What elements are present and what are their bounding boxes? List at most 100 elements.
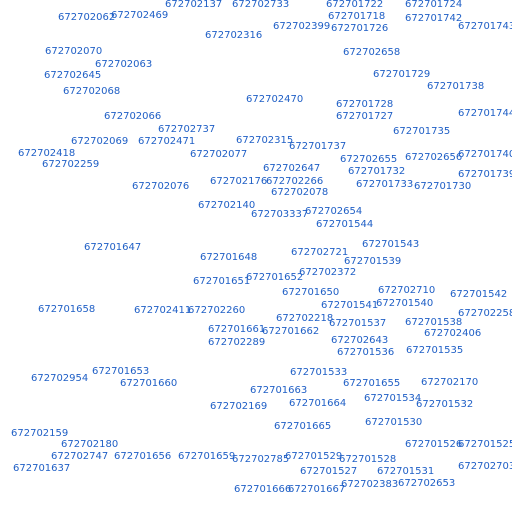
id-label: 672701739 bbox=[458, 169, 512, 180]
id-label: 672702721 bbox=[291, 247, 349, 258]
id-label: 672702260 bbox=[188, 305, 246, 316]
id-label: 672702258 bbox=[458, 308, 512, 319]
id-label: 672701744 bbox=[458, 108, 512, 119]
id-label: 672701652 bbox=[246, 272, 304, 283]
id-label: 672702068 bbox=[63, 86, 121, 97]
id-label: 672701724 bbox=[405, 0, 463, 10]
id-label: 672702266 bbox=[266, 176, 324, 187]
id-label: 672702176 bbox=[210, 176, 268, 187]
id-label: 672701732 bbox=[348, 166, 406, 177]
id-label: 672702471 bbox=[138, 136, 196, 147]
id-label: 672701738 bbox=[427, 81, 485, 92]
id-label: 672702259 bbox=[42, 159, 100, 170]
id-label: 672701743 bbox=[458, 21, 512, 32]
id-label: 672701664 bbox=[289, 398, 347, 409]
id-label: 672701661 bbox=[208, 324, 266, 335]
id-label: 672701653 bbox=[92, 366, 150, 377]
id-label: 672701658 bbox=[38, 304, 96, 315]
id-label: 672702316 bbox=[205, 30, 263, 41]
id-label: 672701730 bbox=[414, 181, 472, 192]
id-label: 672702078 bbox=[271, 187, 329, 198]
id-label: 672702785 bbox=[232, 454, 290, 465]
id-label: 672701667 bbox=[288, 484, 346, 495]
id-label: 672702645 bbox=[44, 70, 102, 81]
id-label: 672701526 bbox=[405, 439, 463, 450]
id-label: 672702399 bbox=[273, 21, 331, 32]
id-label: 672701529 bbox=[285, 451, 343, 462]
id-label: 672701665 bbox=[274, 421, 332, 432]
id-label: 672702289 bbox=[208, 337, 266, 348]
id-label: 672701534 bbox=[364, 393, 422, 404]
id-label: 672701722 bbox=[326, 0, 384, 10]
id-label: 672702066 bbox=[104, 111, 162, 122]
id-label: 672701727 bbox=[336, 111, 394, 122]
id-label: 672702063 bbox=[95, 59, 153, 70]
id-label: 672702470 bbox=[246, 94, 304, 105]
id-label: 672702315 bbox=[236, 135, 294, 146]
id-label: 672702137 bbox=[165, 0, 223, 10]
id-label: 672701728 bbox=[336, 99, 394, 110]
id-label: 672701662 bbox=[262, 326, 320, 337]
id-label: 672701538 bbox=[405, 317, 463, 328]
id-label: 672702077 bbox=[190, 149, 248, 160]
id-label: 672702062 bbox=[58, 12, 116, 23]
id-label: 672701532 bbox=[416, 399, 474, 410]
id-label: 672701663 bbox=[250, 385, 308, 396]
id-label: 672701659 bbox=[178, 451, 236, 462]
id-label: 672701737 bbox=[289, 141, 347, 152]
id-label: 672701660 bbox=[120, 378, 178, 389]
id-label: 672702733 bbox=[232, 0, 290, 10]
id-label: 672701533 bbox=[290, 367, 348, 378]
id-label: 672702180 bbox=[61, 439, 119, 450]
id-label: 672702647 bbox=[263, 163, 321, 174]
id-label: 672701637 bbox=[13, 463, 71, 474]
id-label: 672701655 bbox=[343, 378, 401, 389]
id-label: 672702656 bbox=[405, 152, 463, 163]
id-label: 672702653 bbox=[398, 478, 456, 489]
id-label: 672701742 bbox=[405, 13, 463, 24]
id-label: 672701527 bbox=[300, 466, 358, 477]
id-label: 672701544 bbox=[316, 219, 374, 230]
id-label: 672701648 bbox=[200, 252, 258, 263]
id-label: 672702140 bbox=[198, 200, 256, 211]
id-label: 672702703 bbox=[458, 461, 512, 472]
id-label: 672701726 bbox=[331, 23, 389, 34]
id-label: 672702411 bbox=[134, 305, 192, 316]
id-label: 672701539 bbox=[344, 256, 402, 267]
id-label: 672701666 bbox=[234, 484, 292, 495]
id-label: 672702406 bbox=[424, 328, 482, 339]
id-label: 672702069 bbox=[71, 136, 129, 147]
id-label: 672702643 bbox=[331, 335, 389, 346]
id-label: 672701651 bbox=[193, 276, 251, 287]
id-label: 672701543 bbox=[362, 239, 420, 250]
id-label: 672701528 bbox=[339, 454, 397, 465]
id-label: 672702372 bbox=[299, 267, 357, 278]
id-label: 672701542 bbox=[450, 289, 508, 300]
id-label: 672701530 bbox=[365, 417, 423, 428]
id-label: 672701650 bbox=[282, 287, 340, 298]
id-label: 672702076 bbox=[132, 181, 190, 192]
id-label: 672702170 bbox=[421, 377, 479, 388]
id-label: 672701729 bbox=[373, 69, 431, 80]
id-label: 672702655 bbox=[340, 154, 398, 165]
id-label: 672701525 bbox=[458, 439, 512, 450]
id-label: 672701537 bbox=[329, 318, 387, 329]
id-label: 672703337 bbox=[251, 209, 309, 220]
id-label: 672702747 bbox=[51, 451, 109, 462]
id-label: 672702159 bbox=[11, 428, 69, 439]
id-label: 672702418 bbox=[18, 148, 76, 159]
id-label: 672701535 bbox=[406, 345, 464, 356]
id-label: 672702658 bbox=[343, 47, 401, 58]
id-label: 672702383 bbox=[341, 479, 399, 490]
id-label: 672701656 bbox=[114, 451, 172, 462]
id-label: 672702469 bbox=[111, 10, 169, 21]
id-label: 672701531 bbox=[377, 466, 435, 477]
id-label: 672701718 bbox=[328, 11, 386, 22]
id-label: 672701735 bbox=[393, 126, 451, 137]
id-label: 672702954 bbox=[31, 373, 89, 384]
id-label: 672702710 bbox=[378, 285, 436, 296]
id-label: 672702070 bbox=[45, 46, 103, 57]
id-label: 672702737 bbox=[158, 124, 216, 135]
id-label: 672702654 bbox=[305, 206, 363, 217]
